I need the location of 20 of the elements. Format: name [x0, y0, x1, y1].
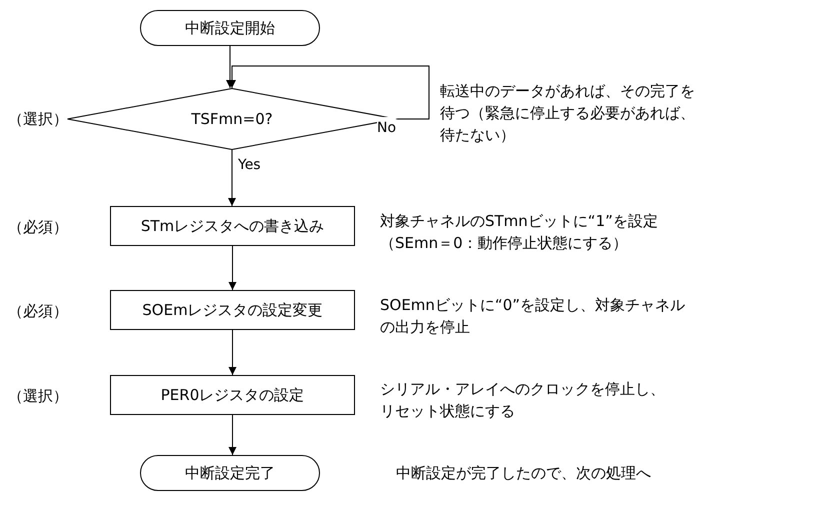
process-box: STmレジスタへの書き込み	[110, 206, 355, 246]
condition-tag: （選択）	[8, 385, 68, 407]
note-text: 中断設定が完了したので、次の処理へ	[396, 463, 651, 484]
arrow	[228, 66, 430, 120]
arrow	[228, 150, 236, 206]
arrow	[228, 246, 236, 290]
process-box: SOEmレジスタの設定変更	[110, 290, 355, 330]
arrow	[226, 46, 234, 88]
note-text: シリアル・アレイへのクロックを停止し、リセット状態にする	[380, 379, 666, 422]
condition-tag: （必須）	[8, 300, 68, 322]
condition-tag: （必須）	[8, 216, 68, 238]
end-terminal: 中断設定完了	[140, 455, 320, 491]
note-text: 対象チャネルのSTmnビットに“1”を設定（SEmn＝0：動作停止状態にする）	[380, 211, 659, 254]
arrow	[228, 414, 236, 456]
note-text: SOEmnビットに“0”を設定し、対象チャネルの出力を停止	[380, 295, 686, 338]
start-terminal: 中断設定開始	[140, 10, 320, 46]
note-text: 転送中のデータがあれば、その完了を待つ（緊急に停止する必要があれば、待たない）	[440, 81, 696, 146]
arrow	[228, 330, 236, 376]
condition-tag: （選択）	[8, 108, 68, 130]
process-box: PER0レジスタの設定	[110, 375, 355, 415]
